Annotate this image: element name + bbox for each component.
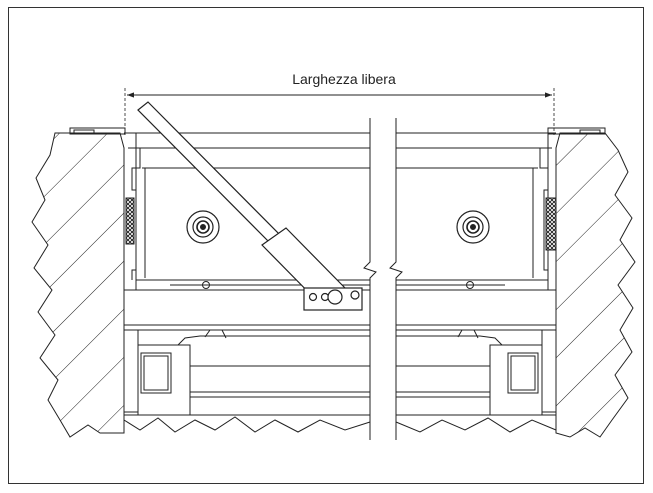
dimension: Larghezza libera <box>124 71 555 135</box>
left-pulley <box>186 210 220 244</box>
arm-bracket <box>303 287 363 311</box>
floor-break <box>123 416 557 433</box>
break-lines <box>363 118 403 440</box>
wall-caps <box>69 127 606 135</box>
dimension-label: Larghezza libera <box>292 71 396 87</box>
right-wall <box>555 132 636 438</box>
left-wall <box>31 132 125 438</box>
right-pulley <box>456 210 490 244</box>
lower-frame <box>123 324 557 416</box>
